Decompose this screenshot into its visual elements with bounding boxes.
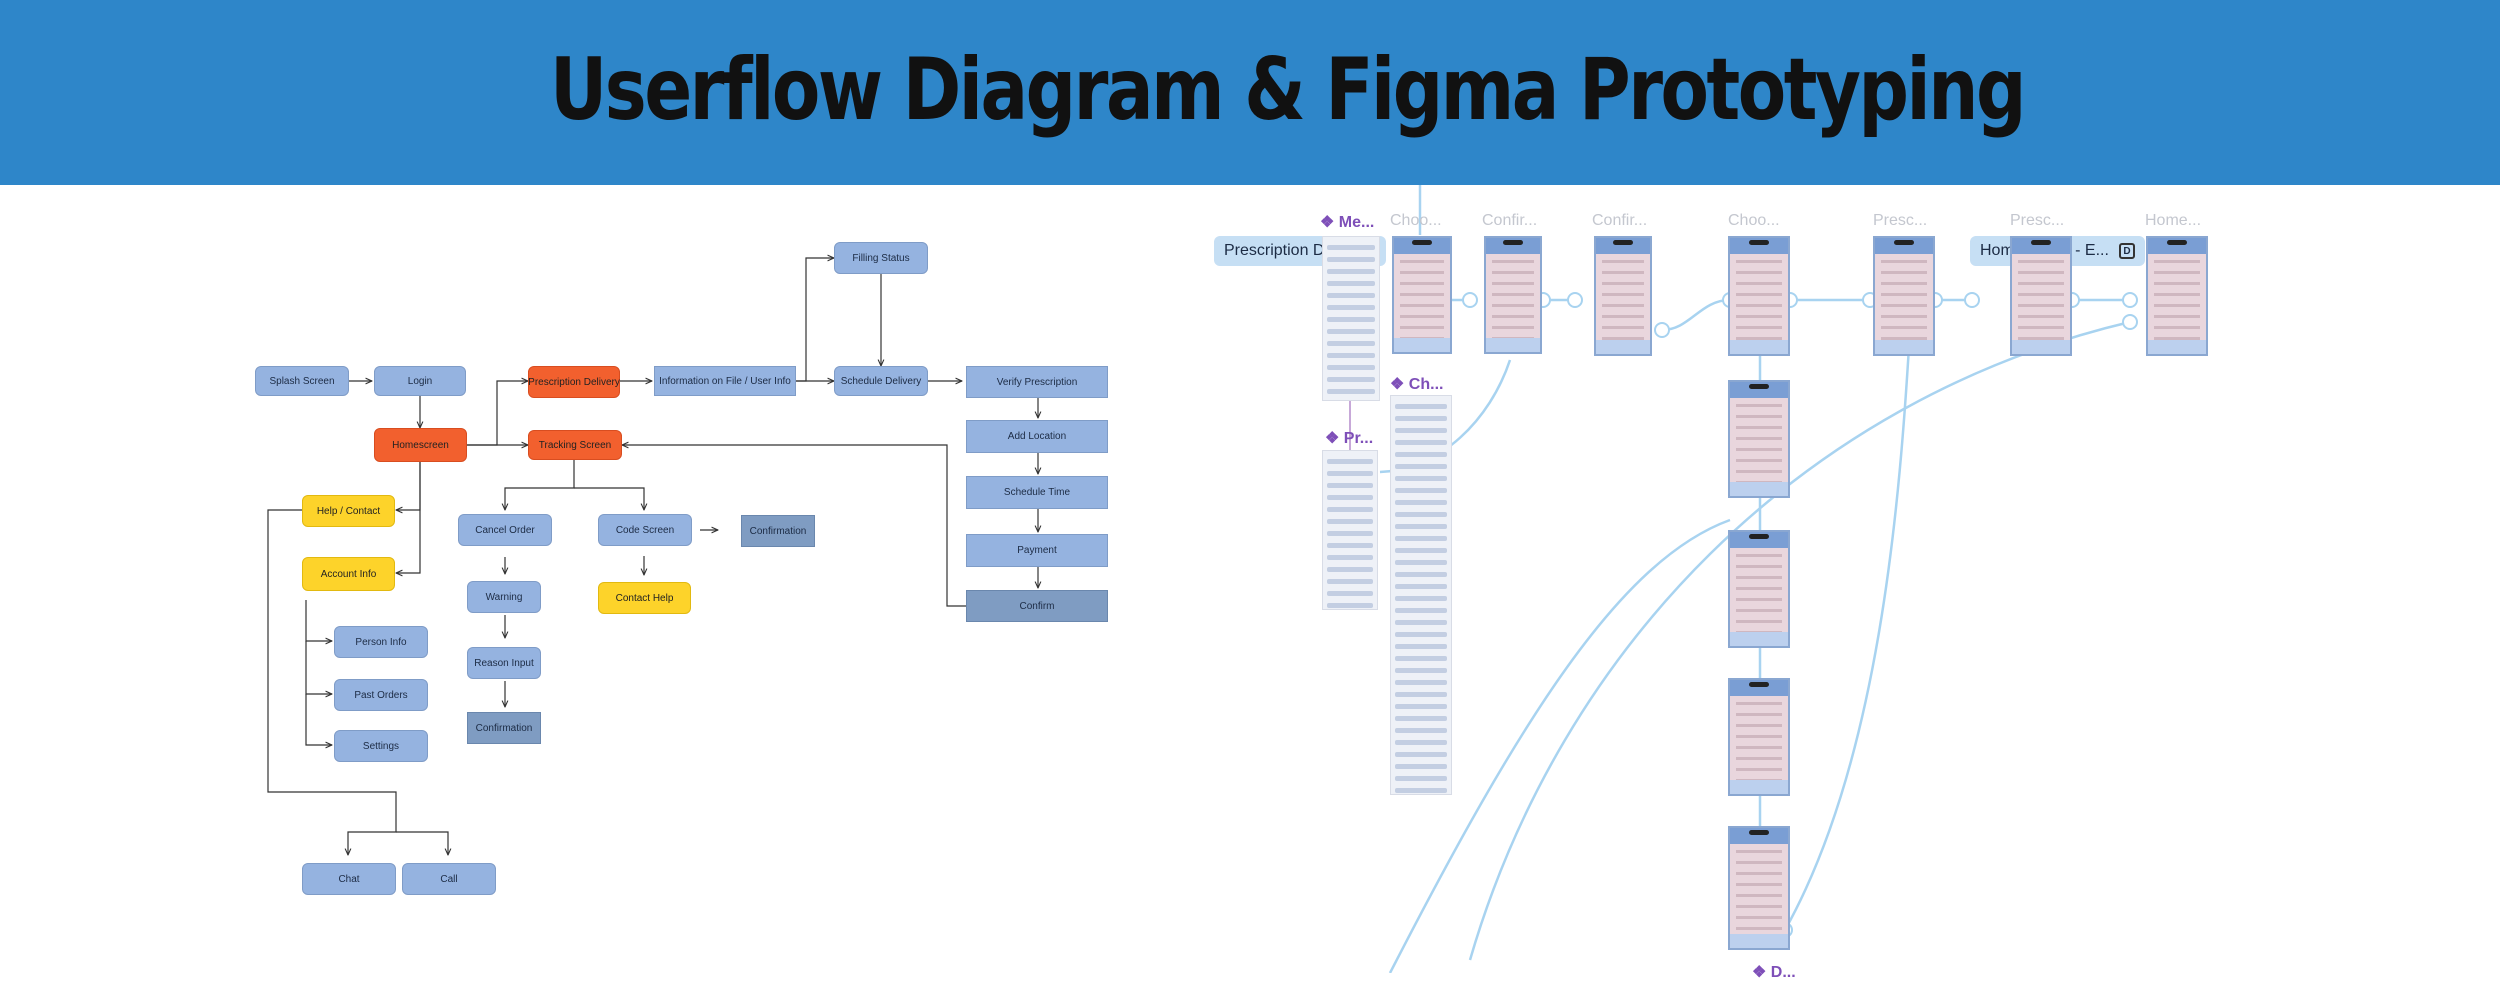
edge-tracking-code: [574, 487, 644, 510]
edge-help-call: [396, 831, 448, 855]
flow-node-call: Call: [402, 863, 496, 895]
prototype-phone-frame[interactable]: [1484, 236, 1542, 354]
page-title: Userflow Diagram & Figma Prototyping: [550, 40, 2026, 140]
frame-label: Confir...: [1592, 212, 1648, 229]
device-icon: D: [2118, 243, 2135, 259]
flow-node-confirmation-b: Confirmation: [741, 515, 815, 547]
frame-label: Choo...: [1390, 212, 1442, 229]
frame-label: Confir...: [1482, 212, 1538, 229]
flow-node-contact-help: Contact Help: [598, 582, 691, 614]
flow-node-account-info: Account Info: [302, 557, 395, 591]
frame-label: Presc...: [2010, 212, 2065, 229]
edge-help-chat: [267, 509, 397, 855]
frame-label: Home...: [2145, 212, 2202, 229]
component-label: ❖ Pr...: [1325, 430, 1374, 447]
flow-node-past-orders: Past Orders: [334, 679, 428, 711]
component-label: ❖ Ch...: [1390, 376, 1444, 393]
flow-node-splash: Splash Screen: [255, 366, 349, 396]
edge-tracking-cancel: [505, 460, 575, 510]
prototype-phone-frame[interactable]: [2010, 236, 2072, 356]
component-list-panel: [1322, 450, 1378, 610]
component-label: ❖ D...: [1752, 964, 1796, 981]
flow-node-home: Homescreen: [374, 428, 467, 462]
flow-node-info-file: Information on File / User Info: [654, 366, 796, 396]
flow-node-verify-rx: Verify Prescription: [966, 366, 1108, 398]
edge-account-settings: [305, 694, 332, 745]
prototype-phone-frame[interactable]: [1594, 236, 1652, 356]
flow-node-payment: Payment: [966, 534, 1108, 567]
header-banner: Userflow Diagram & Figma Prototyping: [0, 0, 2500, 185]
flow-node-cancel-order: Cancel Order: [458, 514, 552, 546]
flow-node-login: Login: [374, 366, 466, 396]
prototype-phone-frame[interactable]: [2146, 236, 2208, 356]
edge-confirm-tracking: [622, 445, 966, 607]
edge-home-account: [396, 462, 421, 573]
flow-node-add-location: Add Location: [966, 420, 1108, 453]
flow-node-rx-delivery: Prescription Delivery: [528, 366, 620, 398]
component-label: ❖ Me...: [1320, 214, 1375, 231]
component-list-panel: [1390, 395, 1452, 795]
prototype-phone-frame[interactable]: [1728, 826, 1790, 950]
prototype-phone-frame[interactable]: [1728, 236, 1790, 356]
flow-node-schedule-delivery: Schedule Delivery: [834, 366, 928, 396]
flow-node-settings: Settings: [334, 730, 428, 762]
flow-node-code-screen: Code Screen: [598, 514, 692, 546]
prototype-phone-frame[interactable]: [1728, 678, 1790, 796]
flow-node-person-info: Person Info: [334, 626, 428, 658]
frame-label: Presc...: [1873, 212, 1928, 229]
flow-node-warning: Warning: [467, 581, 541, 613]
flow-node-confirmation-a: Confirmation: [467, 712, 541, 744]
flow-node-schedule-time: Schedule Time: [966, 476, 1108, 509]
prototype-phone-frame[interactable]: [1728, 530, 1790, 648]
flow-node-help-contact: Help / Contact: [302, 495, 395, 527]
prototype-phone-frame[interactable]: [1728, 380, 1790, 498]
flow-node-confirm: Confirm: [966, 590, 1108, 622]
prototype-phone-frame[interactable]: [1392, 236, 1452, 354]
flow-node-filling: Filling Status: [834, 242, 928, 274]
flow-node-reason-input: Reason Input: [467, 647, 541, 679]
frame-label: Choo...: [1728, 212, 1780, 229]
flow-node-chat: Chat: [302, 863, 396, 895]
prototype-phone-frame[interactable]: [1873, 236, 1935, 356]
component-list-panel: [1322, 236, 1380, 401]
flow-node-tracking: Tracking Screen: [528, 430, 622, 460]
